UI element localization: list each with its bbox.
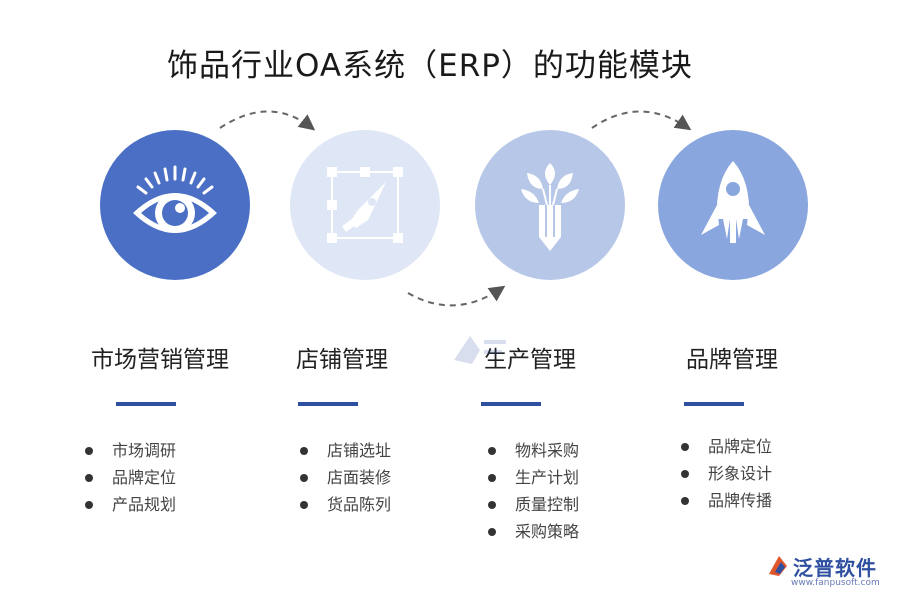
list-item: 市场调研 [82,437,176,464]
circle-marketing [100,130,250,280]
logo-url: www.fanpusoft.com [791,578,880,588]
page-title: 饰品行业OA系统（ERP）的功能模块 [167,48,693,84]
list-item: 货品陈列 [297,491,391,518]
list-item: 品牌定位 [678,433,772,460]
arrow-1-to-2 [219,110,316,131]
list-item: 产品规划 [82,491,176,518]
module-title-brand: 品牌管理 [686,347,778,373]
circle-store [290,130,440,280]
module-title-production: 生产管理 [484,347,576,373]
rocket-icon [701,161,765,243]
underline-marketing [116,402,176,406]
eye-icon [133,165,217,233]
list-brand: 品牌定位 形象设计 品牌传播 [678,433,772,514]
list-item: 品牌传播 [678,487,772,514]
module-title-store: 店铺管理 [296,347,388,373]
circle-production [475,130,625,280]
circle-brand [658,130,808,280]
list-item: 店面装修 [297,464,391,491]
module-title-marketing: 市场营销管理 [91,347,229,373]
fanpu-logo-icon [769,556,787,576]
list-item: 店铺选址 [297,437,391,464]
underline-production [481,402,541,406]
plant-pencil-icon [521,163,579,251]
list-item: 采购策略 [485,518,579,545]
list-item: 生产计划 [485,464,579,491]
pen-tool-icon [327,167,403,243]
underline-brand [684,402,744,406]
arrow-3-to-4 [591,110,692,131]
list-marketing: 市场调研 品牌定位 产品规划 [82,437,176,518]
list-item: 品牌定位 [82,464,176,491]
list-item: 物料采购 [485,437,579,464]
list-store: 店铺选址 店面装修 货品陈列 [297,437,391,518]
brand-logo: 泛普软件 www.fanpusoft.com [767,552,892,592]
logo-name: 泛普软件 [793,556,877,580]
list-item: 质量控制 [485,491,579,518]
watermark-logo-icon [454,336,506,364]
list-production: 物料采购 生产计划 质量控制 采购策略 [485,437,579,545]
arrow-2-to-3 [407,285,506,307]
list-item: 形象设计 [678,460,772,487]
underline-store [298,402,358,406]
